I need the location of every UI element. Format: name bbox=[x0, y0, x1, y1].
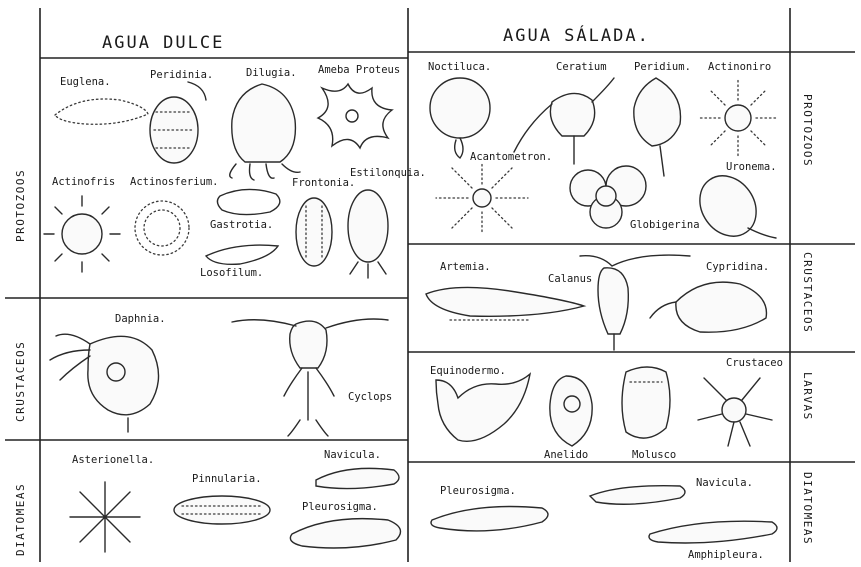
organism-label: Navicula. bbox=[696, 477, 753, 489]
organism-uronema: Uronema. bbox=[688, 161, 776, 247]
organism-crustaceo-larva: Crustaceo bbox=[698, 357, 783, 446]
organism-label: Losofilum. bbox=[200, 267, 263, 279]
organism-label: Anelido bbox=[544, 449, 588, 461]
organism-label: Globigerina bbox=[630, 219, 700, 231]
organism-losofilum: Losofilum. bbox=[200, 245, 278, 279]
organism-ceratium: Ceratium bbox=[514, 61, 614, 164]
organism-label: Peridium. bbox=[634, 61, 691, 73]
row-label-crustaceos-right: CRUSTACEOS bbox=[801, 252, 814, 333]
organism-label: Calanus bbox=[548, 273, 592, 285]
organism-label: Gastrotia. bbox=[210, 219, 273, 231]
organism-label: Uronema. bbox=[726, 161, 777, 173]
organism-label: Cypridina. bbox=[706, 261, 769, 273]
organism-difflugia: Dilugia. bbox=[230, 67, 300, 180]
organism-pleurosigma-fresh: Pleurosigma. bbox=[290, 501, 400, 548]
organism-cyclops: Cyclops bbox=[232, 319, 392, 436]
organism-amphipleura: Amphipleura. bbox=[649, 521, 777, 561]
organism-navicula-fresh: Navicula. bbox=[316, 449, 399, 489]
organism-peridium: Peridium. bbox=[634, 61, 691, 176]
organism-navicula-salt: Navicula. bbox=[590, 477, 753, 504]
organism-peridinia: Peridinia. bbox=[150, 69, 213, 163]
organism-label: Frontonia. bbox=[292, 177, 355, 189]
organism-cypridina: Cypridina. bbox=[650, 261, 769, 332]
organism-artemia: Artemia. bbox=[426, 261, 584, 320]
organism-label: Pleurosigma. bbox=[302, 501, 378, 513]
organism-label: Ameba Proteus bbox=[318, 64, 400, 76]
organism-label: Equinodermo. bbox=[430, 365, 506, 377]
organism-label: Crustaceo bbox=[726, 357, 783, 369]
organism-label: Actinoniro bbox=[708, 61, 771, 73]
organism-label: Cyclops bbox=[348, 391, 392, 403]
organism-label: Dilugia. bbox=[246, 67, 297, 79]
organism-label: Actinosferium. bbox=[130, 176, 219, 188]
organism-label: Actinofris bbox=[52, 176, 115, 188]
organism-estilonquia: Estilonquia. bbox=[348, 167, 426, 278]
header-salt-water: AGUA SÁLADA. bbox=[503, 24, 650, 46]
organism-daphnia: Daphnia. bbox=[50, 313, 166, 432]
row-label-larvas-right: LARVAS bbox=[801, 372, 814, 421]
organism-label: Ceratium bbox=[556, 61, 607, 73]
organism-frontonia: Frontonia. bbox=[292, 177, 355, 266]
organism-pleurosigma-salt: Pleurosigma. bbox=[431, 485, 548, 531]
organism-molusco: Molusco bbox=[622, 367, 676, 461]
organism-acantometron: Acantometron. bbox=[436, 151, 552, 234]
row-label-diatomeas-left: DIATOMEAS bbox=[14, 483, 27, 556]
organism-label: Daphnia. bbox=[115, 313, 166, 325]
row-label-protozoos-right: PROTOZOOS bbox=[801, 94, 814, 167]
organism-noctiluca: Noctiluca. bbox=[428, 61, 491, 158]
organism-label: Euglena. bbox=[60, 76, 111, 88]
organism-label: Pinnularia. bbox=[192, 473, 262, 485]
organism-ameba-proteus: Ameba Proteus bbox=[318, 64, 400, 148]
header-fresh-water: AGUA DULCE bbox=[102, 33, 224, 53]
organism-euglena: Euglena. bbox=[55, 76, 148, 124]
organism-anelido: Anelido bbox=[544, 376, 592, 461]
organism-label: Peridinia. bbox=[150, 69, 213, 81]
organism-gastrotia: Gastrotia. bbox=[210, 189, 280, 231]
organism-actinofris: Actinofris bbox=[44, 176, 120, 272]
organism-label: Pleurosigma. bbox=[440, 485, 516, 497]
organism-label: Molusco bbox=[632, 449, 676, 461]
organism-label: Asterionella. bbox=[72, 454, 154, 466]
row-label-diatomeas-right: DIATOMEAS bbox=[801, 472, 814, 545]
organism-label: Navicula. bbox=[324, 449, 381, 461]
organism-actinosferium: Actinosferium. bbox=[130, 176, 219, 255]
organism-actinoniro: Actinoniro bbox=[700, 61, 776, 156]
organism-pinnularia: Pinnularia. bbox=[174, 473, 270, 524]
organism-label: Acantometron. bbox=[470, 151, 552, 163]
row-label-protozoos-left: PROTOZOOS bbox=[14, 169, 27, 242]
organism-asterionella: Asterionella. bbox=[70, 454, 154, 552]
organism-label: Amphipleura. bbox=[688, 549, 764, 561]
organism-label: Estilonquia. bbox=[350, 167, 426, 179]
organism-label: Artemia. bbox=[440, 261, 491, 273]
row-label-crustaceos-left: CRUSTACEOS bbox=[14, 341, 27, 422]
organism-label: Noctiluca. bbox=[428, 61, 491, 73]
organism-globigerina: Globigerina bbox=[570, 166, 700, 231]
organism-equinodermo: Equinodermo. bbox=[430, 365, 530, 441]
